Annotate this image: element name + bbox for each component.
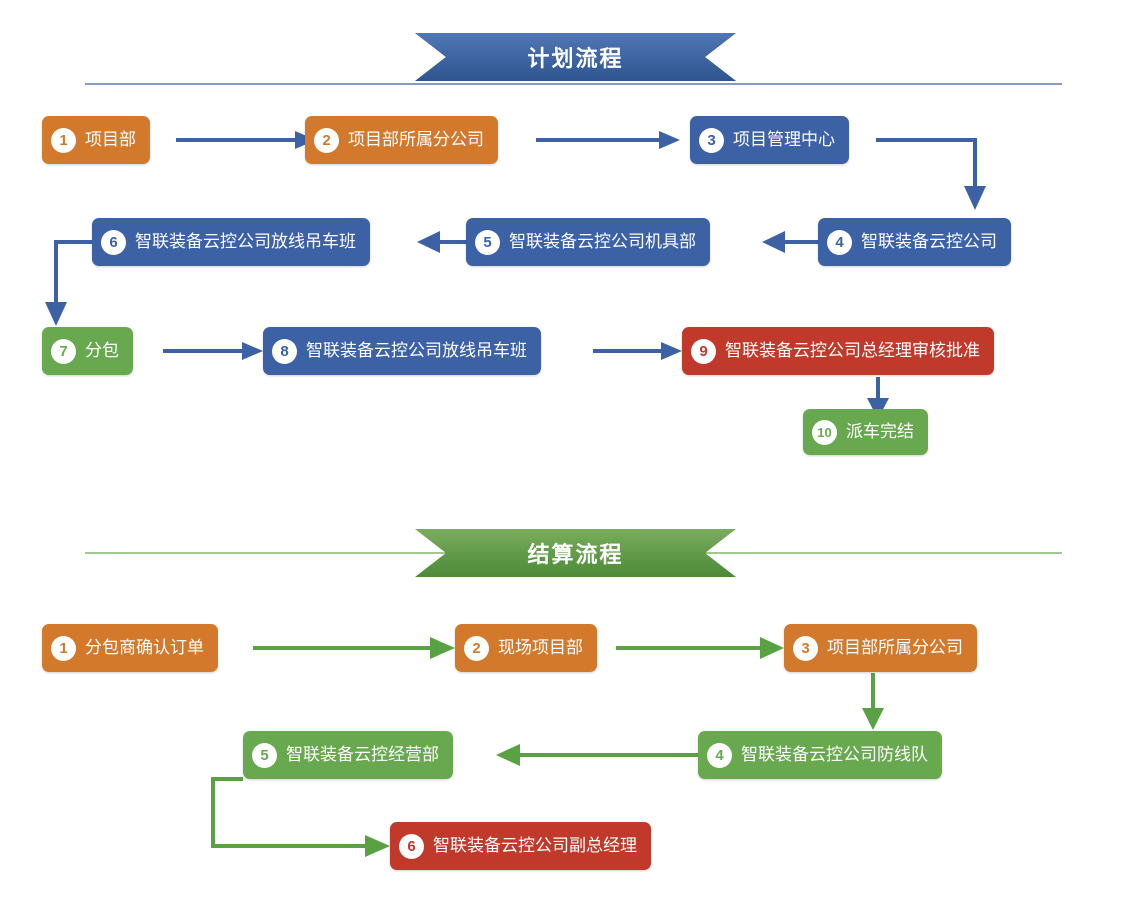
settlement-node-1-number: 1 (51, 635, 76, 661)
plan-node-6-number: 6 (101, 229, 126, 255)
plan-node-5[interactable]: 5 智联装备云控公司机具部 (466, 218, 710, 266)
plan-node-1-label: 项目部 (85, 130, 136, 149)
plan-node-3[interactable]: 3 项目管理中心 (690, 116, 849, 164)
plan-node-2-label: 项目部所属分公司 (348, 130, 484, 149)
settlement-node-5[interactable]: 5 智联装备云控经营部 (243, 731, 453, 779)
plan-node-8[interactable]: 8 智联装备云控公司放线吊车班 (263, 327, 541, 375)
settlement-banner-title: 结算流程 (527, 542, 624, 567)
settlement-node-5-number: 5 (252, 742, 277, 768)
settlement-node-3[interactable]: 3 项目部所属分公司 (784, 624, 977, 672)
plan-node-2[interactable]: 2 项目部所属分公司 (305, 116, 498, 164)
plan-node-10-label: 派车完结 (846, 422, 914, 441)
settlement-node-2-label: 现场项目部 (498, 638, 583, 657)
plan-node-9-number: 9 (691, 338, 716, 364)
plan-banner-title: 计划流程 (527, 46, 624, 71)
plan-node-8-number: 8 (272, 338, 297, 364)
plan-node-7-number: 7 (51, 338, 76, 364)
plan-node-5-number: 5 (475, 229, 500, 255)
plan-node-2-number: 2 (314, 127, 339, 153)
settlement-node-2[interactable]: 2 现场项目部 (455, 624, 597, 672)
settlement-node-4[interactable]: 4 智联装备云控公司防线队 (698, 731, 942, 779)
plan-node-6-label: 智联装备云控公司放线吊车班 (135, 232, 356, 251)
plan-node-4[interactable]: 4 智联装备云控公司 (818, 218, 1011, 266)
plan-node-5-label: 智联装备云控公司机具部 (509, 232, 696, 251)
settlement-node-6-number: 6 (399, 833, 424, 859)
plan-node-10[interactable]: 10 派车完结 (803, 409, 928, 455)
settlement-node-3-number: 3 (793, 635, 818, 661)
plan-node-7-label: 分包 (85, 341, 119, 360)
plan-node-4-number: 4 (827, 229, 852, 255)
settlement-node-1[interactable]: 1 分包商确认订单 (42, 624, 218, 672)
plan-node-1-number: 1 (51, 127, 76, 153)
plan-node-9-label: 智联装备云控公司总经理审核批准 (725, 341, 980, 360)
settlement-node-6[interactable]: 6 智联装备云控公司副总经理 (390, 822, 651, 870)
plan-node-3-label: 项目管理中心 (733, 130, 835, 149)
settlement-node-1-label: 分包商确认订单 (85, 638, 204, 657)
settlement-node-3-label: 项目部所属分公司 (827, 638, 963, 657)
settlement-node-2-number: 2 (464, 635, 489, 661)
plan-node-6[interactable]: 6 智联装备云控公司放线吊车班 (92, 218, 370, 266)
settlement-node-4-label: 智联装备云控公司防线队 (741, 745, 928, 764)
plan-node-3-number: 3 (699, 127, 724, 153)
settlement-node-5-label: 智联装备云控经营部 (286, 745, 439, 764)
settlement-node-4-number: 4 (707, 742, 732, 768)
plan-node-8-label: 智联装备云控公司放线吊车班 (306, 341, 527, 360)
plan-node-1[interactable]: 1 项目部 (42, 116, 150, 164)
plan-node-7[interactable]: 7 分包 (42, 327, 133, 375)
plan-node-10-number: 10 (812, 419, 837, 445)
plan-node-9[interactable]: 9 智联装备云控公司总经理审核批准 (682, 327, 994, 375)
plan-node-4-label: 智联装备云控公司 (861, 232, 997, 251)
settlement-node-6-label: 智联装备云控公司副总经理 (433, 836, 637, 855)
